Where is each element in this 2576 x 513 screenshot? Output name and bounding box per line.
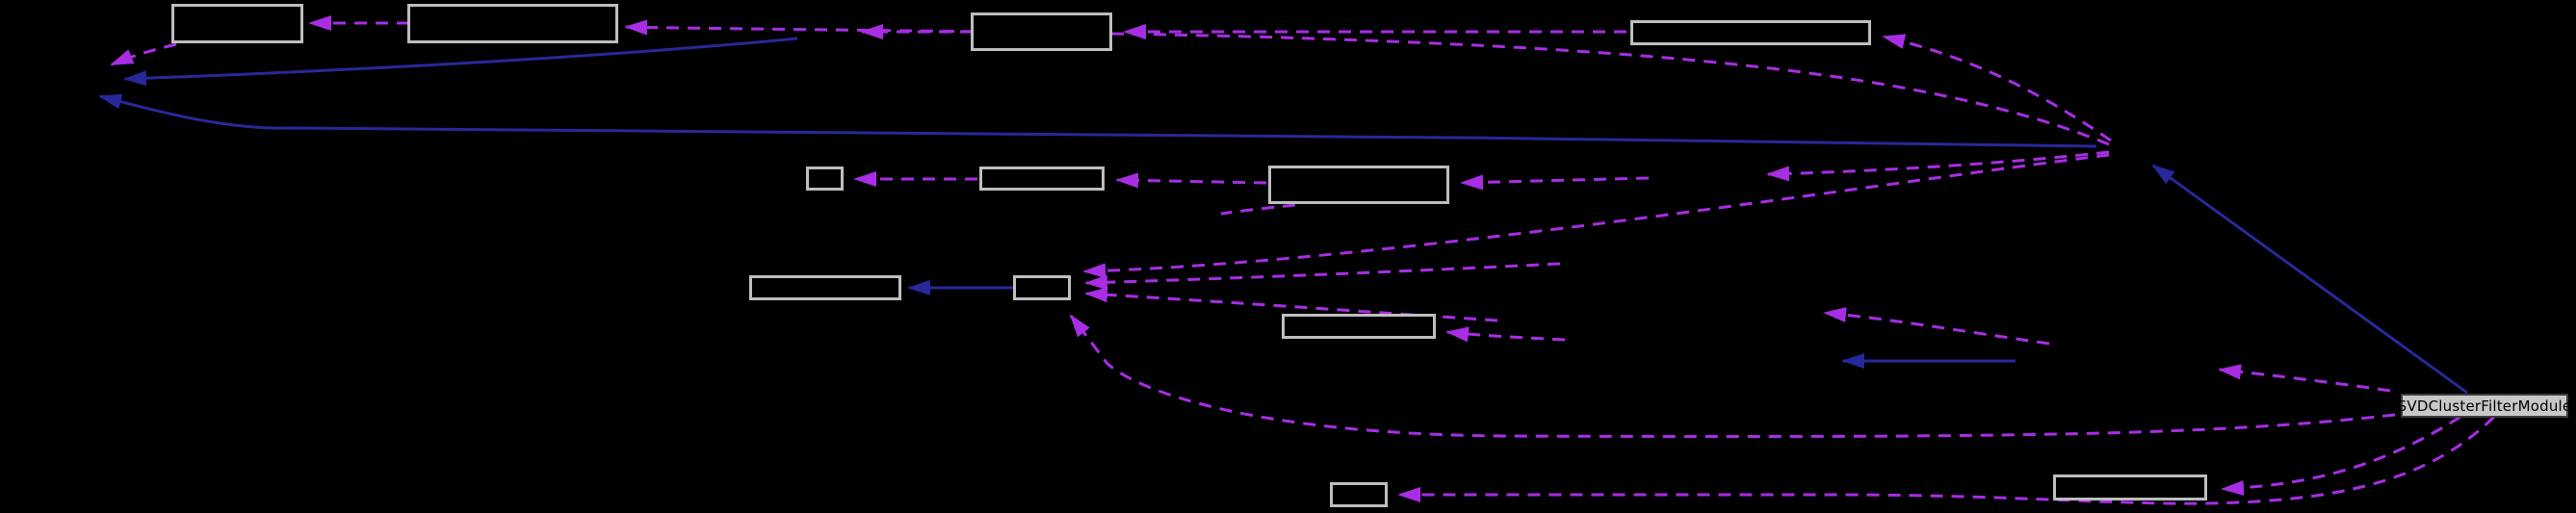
- edge-4: [2151, 164, 2468, 395]
- node-svdclusterfiltermodule[interactable]: SVDClusterFilterModule: [2398, 394, 2571, 418]
- edge-18: [1445, 326, 1566, 343]
- edge-10: [1882, 34, 2112, 142]
- node-b[interactable]: [407, 4, 618, 43]
- edge-12: [1460, 174, 1650, 191]
- edge-1: [123, 37, 798, 87]
- node-a[interactable]: [171, 4, 303, 43]
- node-i[interactable]: [1013, 275, 1071, 300]
- edge-7: [624, 19, 2110, 146]
- edge-25: [1220, 203, 1296, 216]
- node-e[interactable]: [806, 167, 844, 191]
- edge-16: [1084, 262, 1561, 291]
- edge-19: [2218, 364, 2391, 393]
- edge-15: [1082, 153, 2110, 279]
- edge-22: [2221, 415, 2461, 496]
- edge-23: [1397, 415, 2496, 505]
- edge-24: [110, 42, 177, 66]
- node-h[interactable]: [749, 275, 901, 300]
- node-k[interactable]: [1330, 482, 1388, 507]
- edge-17: [1084, 287, 1498, 322]
- node-f[interactable]: [979, 167, 1105, 191]
- edge-20: [1823, 307, 2050, 346]
- edge-13: [1115, 172, 1267, 189]
- node-g[interactable]: [1268, 166, 1449, 204]
- edge-11: [1766, 150, 2110, 182]
- node-j[interactable]: [1282, 314, 1436, 339]
- edge-21: [1069, 314, 2396, 439]
- node-l[interactable]: [2053, 475, 2207, 500]
- node-c[interactable]: [971, 13, 1112, 51]
- node-d[interactable]: [1630, 20, 1871, 45]
